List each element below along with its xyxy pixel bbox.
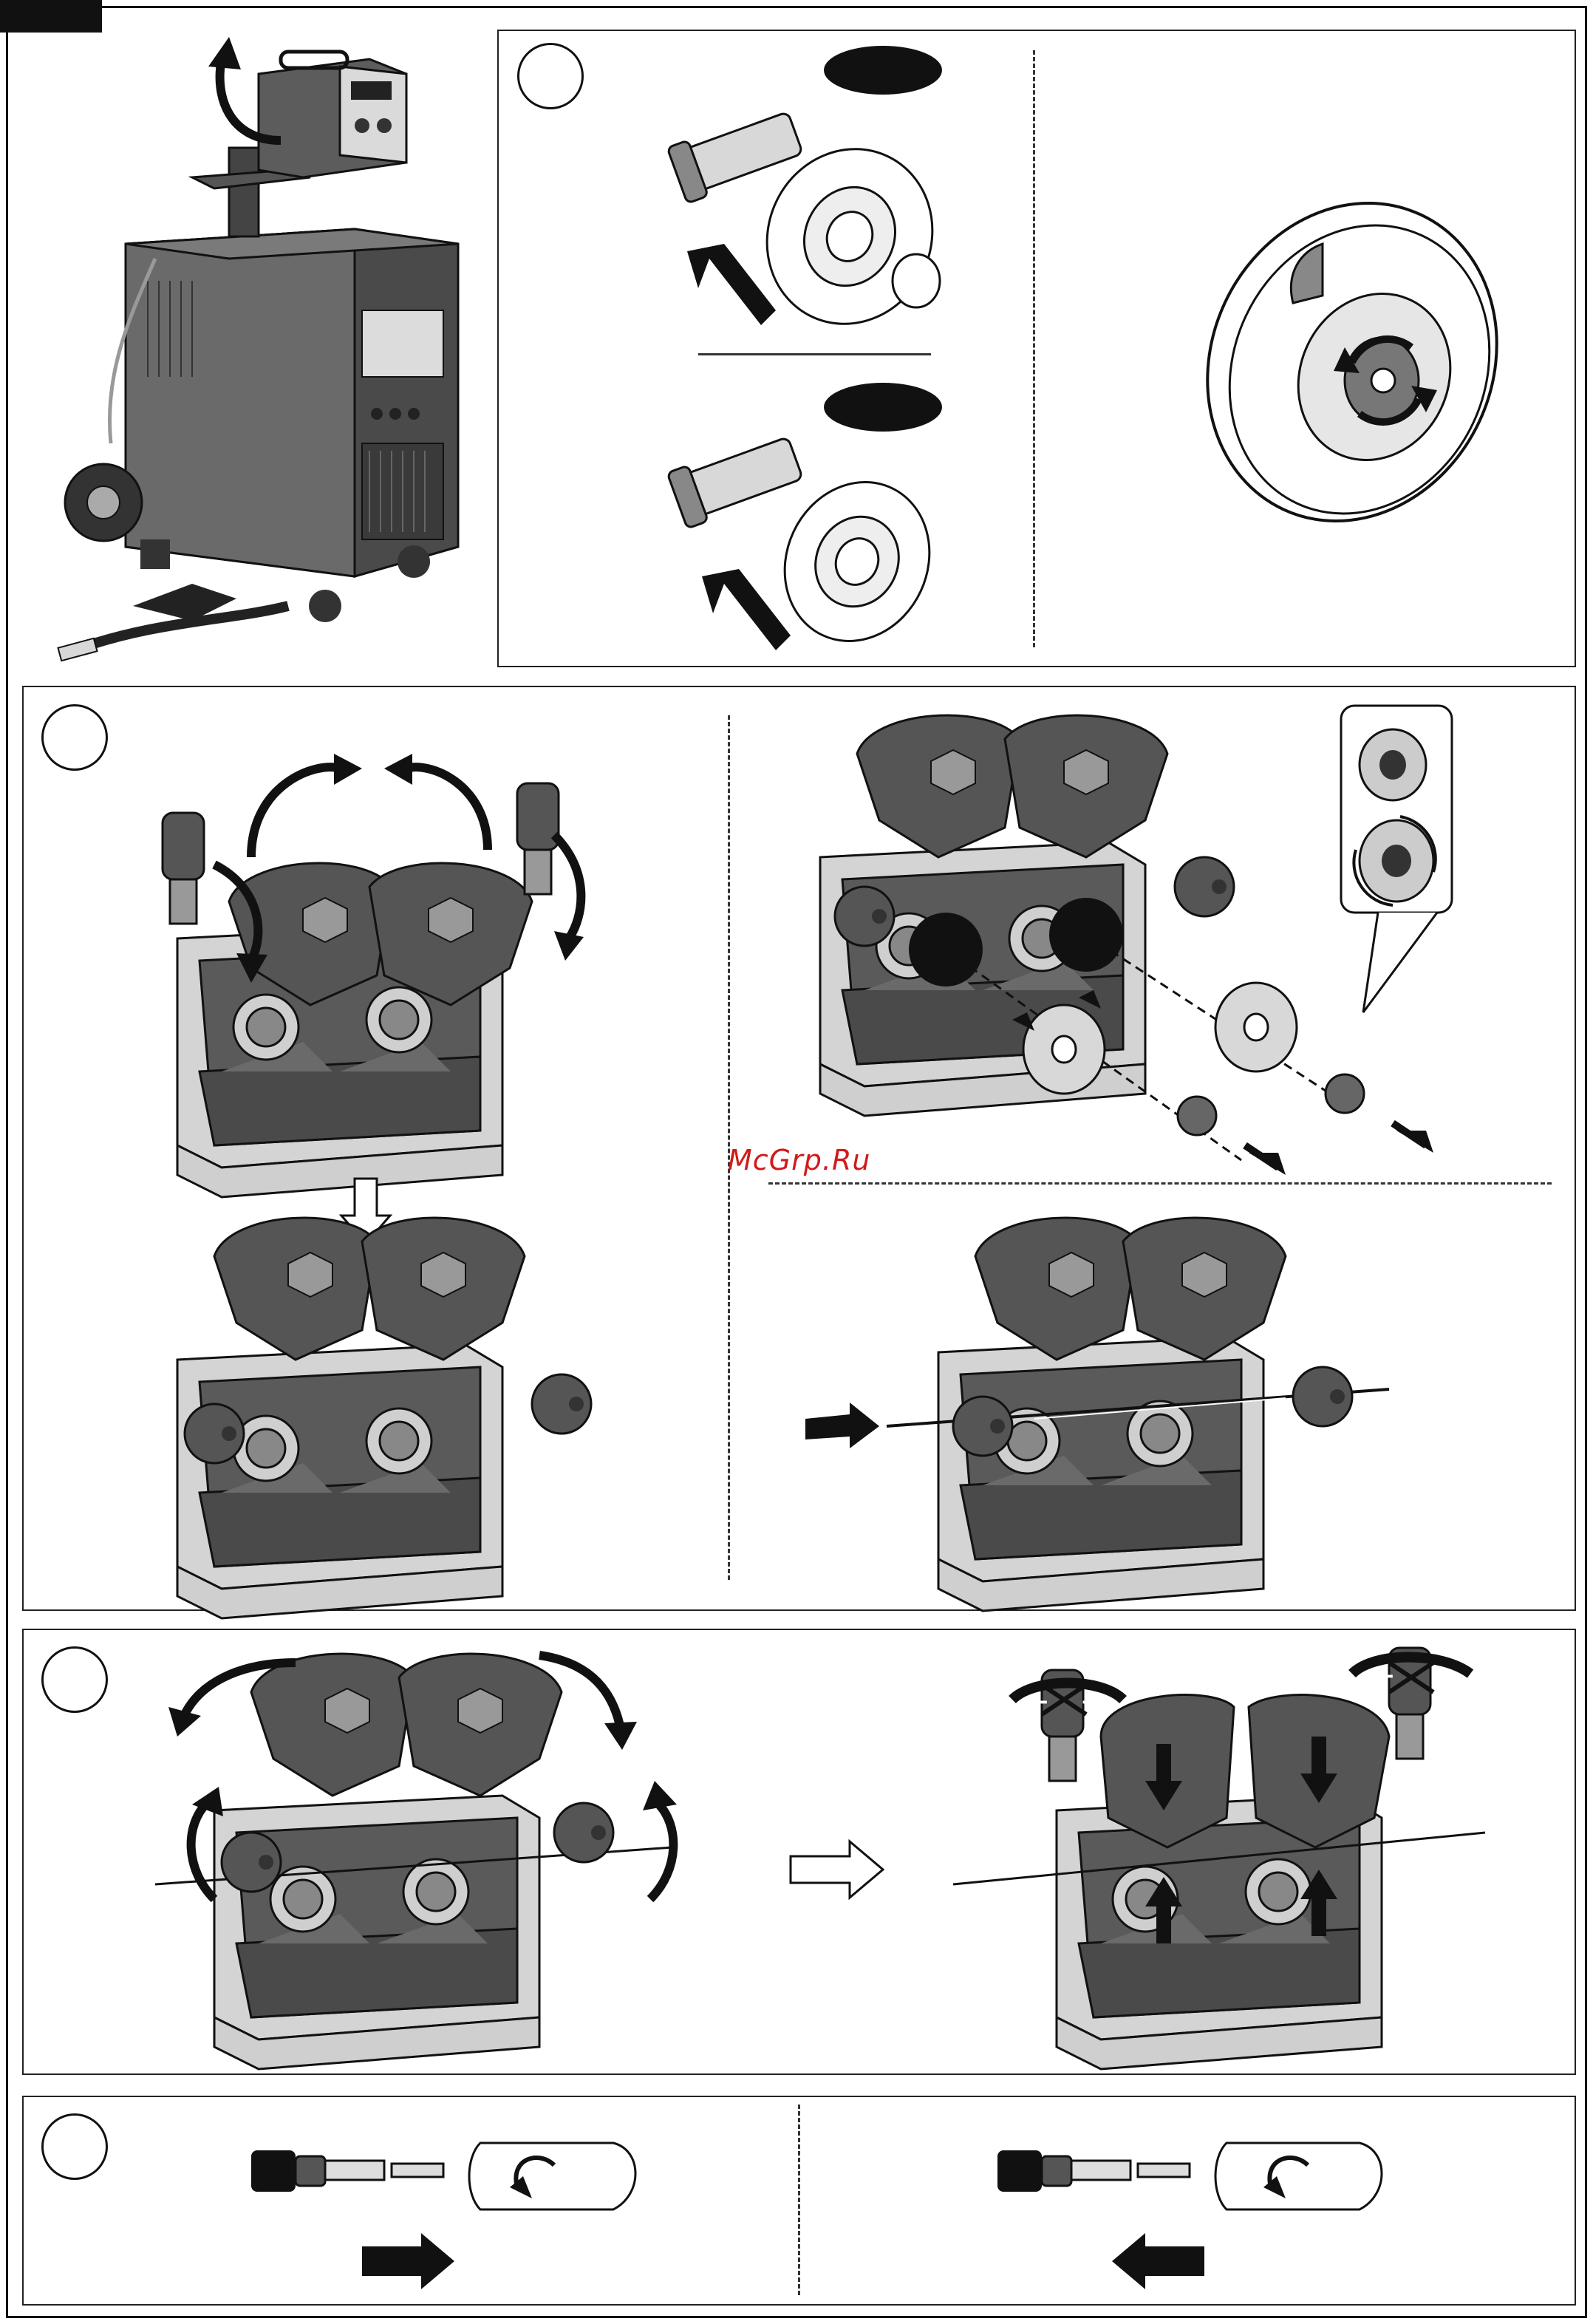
spool-badge-1 xyxy=(824,46,942,95)
feeder-arms-open-step xyxy=(140,739,628,1197)
step-marker-tension xyxy=(41,1646,108,1713)
step-marker-feeder xyxy=(41,704,108,771)
tension-plus-right: + xyxy=(1432,1661,1453,1691)
mounted-spool-brake xyxy=(1175,177,1515,517)
feeder-wire-inserted xyxy=(805,1204,1396,1604)
tension-arms-closing xyxy=(155,1633,687,2062)
step-marker-torch xyxy=(41,2113,108,2180)
roller-groove-inset xyxy=(1334,702,1459,1027)
torch-nozzle-remove xyxy=(990,2128,1404,2291)
tension-plus-left: + xyxy=(1080,1687,1102,1717)
right-arrow-icon xyxy=(791,1840,887,1899)
panel-divider xyxy=(1033,50,1035,647)
torch-nozzle-install xyxy=(244,2128,658,2291)
tension-minus-left: − xyxy=(1029,1687,1050,1717)
welding-machine-illustration xyxy=(44,30,488,680)
step-marker-spool xyxy=(517,43,584,109)
spool-assembly-2 xyxy=(665,414,975,658)
spool-assembly-1 xyxy=(665,89,975,340)
spool-option-divider xyxy=(698,353,931,355)
tension-minus-right: − xyxy=(1374,1661,1396,1691)
feeder-arms-opened xyxy=(148,1204,621,1604)
torch-divider xyxy=(798,2105,800,2295)
